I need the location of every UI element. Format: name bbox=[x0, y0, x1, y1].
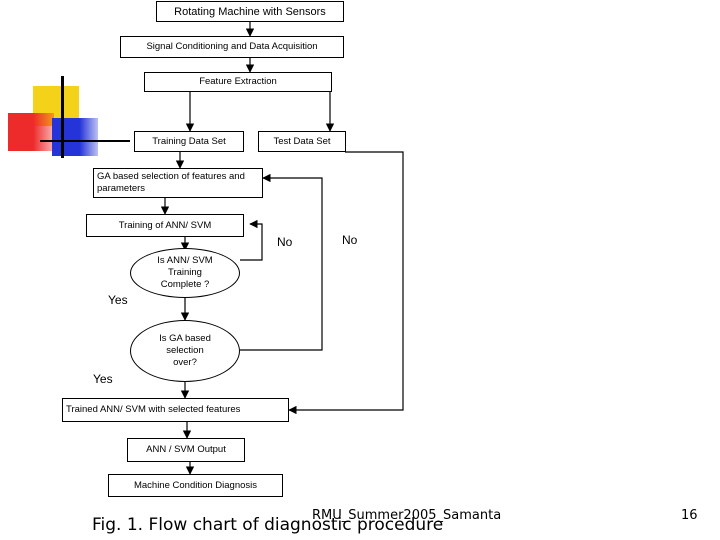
deco-horizontal-bar bbox=[40, 140, 130, 142]
slide-source: RMU_Summer2005_Samanta bbox=[312, 508, 502, 523]
box-ga-selection: GA based selection of features and param… bbox=[93, 168, 263, 198]
box-training-data-set: Training Data Set bbox=[134, 131, 244, 152]
box-signal-conditioning: Signal Conditioning and Data Acquisition bbox=[120, 36, 344, 58]
deco-blue-square bbox=[52, 118, 98, 156]
loop-ga-no bbox=[240, 173, 323, 351]
decision-training-complete: Is ANN/ SVM Training Complete ? bbox=[130, 248, 240, 298]
box-trained-ann-svm: Trained ANN/ SVM with selected features bbox=[62, 398, 289, 422]
page-number: 16 bbox=[681, 508, 698, 523]
label-yes-training: Yes bbox=[108, 293, 128, 307]
box-machine-condition-diagnosis: Machine Condition Diagnosis bbox=[108, 474, 283, 497]
figure-caption: Fig. 1. Flow chart of diagnostic procedu… bbox=[92, 515, 444, 535]
label-no-training: No bbox=[277, 235, 293, 249]
label-yes-ga: Yes bbox=[93, 372, 113, 386]
label-no-ga: No bbox=[342, 233, 358, 247]
box-feature-extraction: Feature Extraction bbox=[144, 72, 332, 92]
decision-ga-selection-over: Is GA based selection over? bbox=[130, 320, 240, 382]
deco-vertical-bar bbox=[61, 76, 64, 158]
box-test-data-set: Test Data Set bbox=[258, 131, 346, 152]
box-rotating-machine: Rotating Machine with Sensors bbox=[156, 1, 344, 22]
loop-training-no bbox=[240, 219, 263, 261]
deco-red-square bbox=[8, 113, 54, 151]
box-ann-svm-output: ANN / SVM Output bbox=[127, 438, 245, 462]
line-test-set-to-trained bbox=[288, 151, 404, 415]
box-training-ann-svm: Training of ANN/ SVM bbox=[86, 214, 244, 237]
